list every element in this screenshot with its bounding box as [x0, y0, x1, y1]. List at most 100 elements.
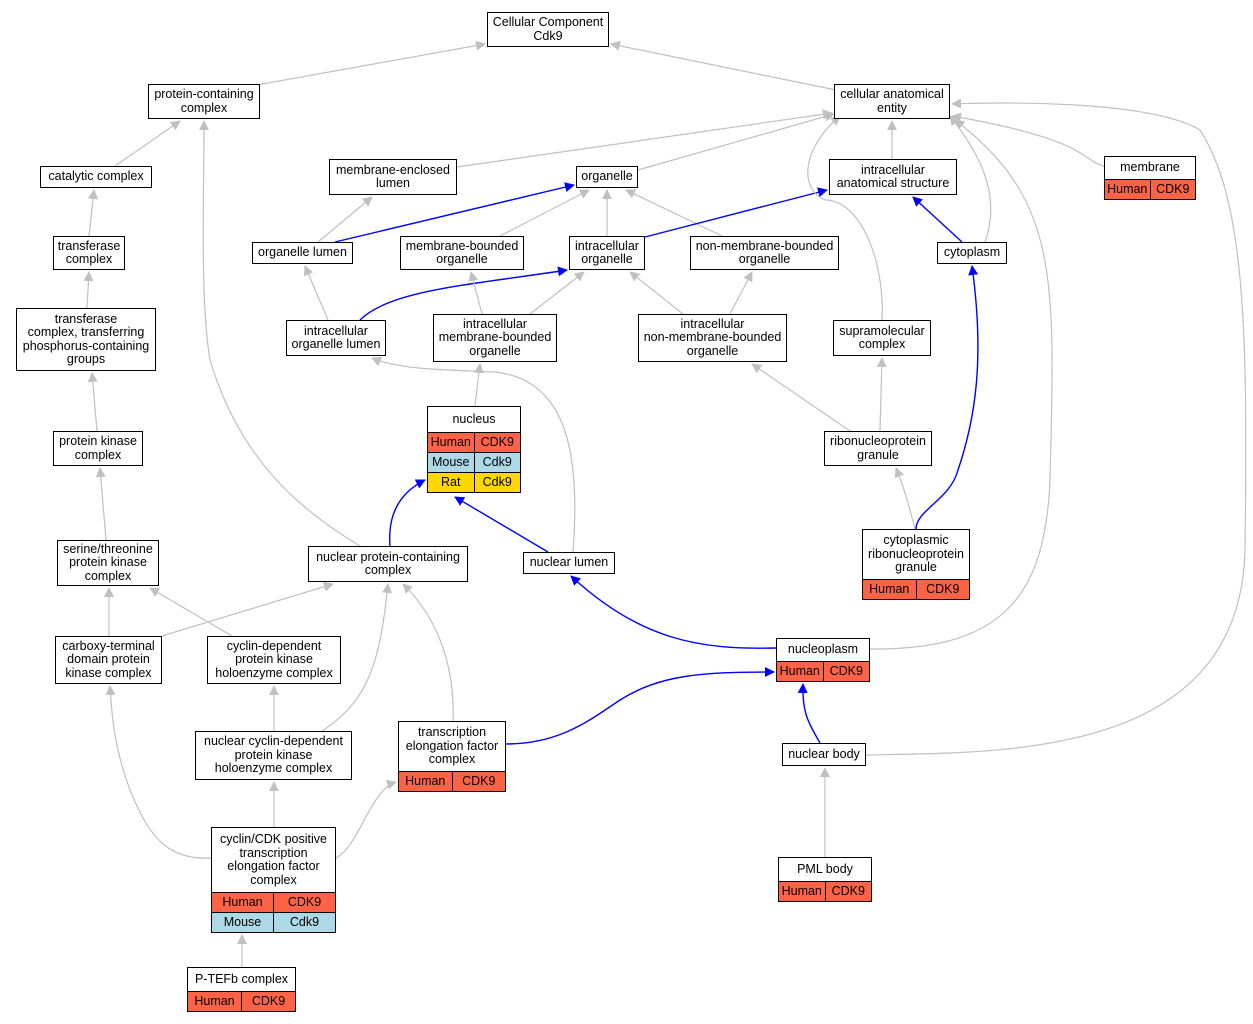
- node-label: nuclear body: [788, 746, 860, 761]
- node-inmbo: intracellular non-membrane-bounded organ…: [638, 314, 787, 362]
- node-ias: intracellular anatomical structure: [829, 159, 957, 195]
- node-tcp: transferase complex, transferring phosph…: [16, 308, 156, 371]
- edge-ccdk-to-tefc: [335, 779, 397, 859]
- node-cytoplasm: cytoplasm: [937, 242, 1007, 264]
- node-label: cyclin-dependent protein kinase holoenzy…: [215, 638, 333, 680]
- edge-mel-to-cae: [456, 109, 833, 168]
- node-label: carboxy-terminal domain protein kinase c…: [62, 638, 155, 680]
- gene-symbol: CDK9: [273, 893, 335, 912]
- node-label: transcription elongation factor complex: [405, 725, 499, 767]
- gene-symbol: CDK9: [824, 882, 872, 901]
- species-name: Human: [222, 894, 263, 909]
- gene-symbol: CDK9: [241, 992, 295, 1011]
- species-name: Human: [194, 993, 235, 1008]
- edge-inmbo-to-nmbo: [729, 271, 753, 315]
- edge-crnpg-to-rnpg: [894, 467, 916, 530]
- edge-pkc-to-tcp: [87, 372, 98, 432]
- node-label: non-membrane-bounded organelle: [695, 238, 834, 266]
- edge-iol-to-olumen: [303, 265, 329, 321]
- edge-cdpk-to-stpk: [149, 587, 233, 637]
- edge-nucleoplasm-to-nlumen: [570, 575, 777, 649]
- edge-nucleus-to-imbo: [473, 363, 484, 407]
- edge-nlumen-to-iol: [371, 356, 576, 553]
- species-name: Human: [405, 773, 446, 788]
- edge-nmbo-to-organelle: [625, 189, 723, 237]
- node-ncdpk: nuclear cyclin-dependent protein kinase …: [195, 731, 352, 780]
- edge-npcc-to-nucleus: [388, 479, 426, 547]
- edge-tefc-to-nucleoplasm: [505, 667, 775, 745]
- edge-catalytic-to-pcc: [114, 120, 181, 167]
- edge-nlumen-to-nucleus: [454, 496, 549, 553]
- node-rnpg: ribonucleoprotein granule: [824, 431, 932, 466]
- species-name: Human: [430, 434, 471, 449]
- node-ctd: carboxy-terminal domain protein kinase c…: [55, 636, 162, 684]
- node-cae: cellular anatomical entity: [834, 84, 950, 119]
- edge-organelle-to-cae: [637, 111, 835, 171]
- node-transferase: transferase complex: [53, 236, 125, 270]
- edge-tcp-to-transferase: [83, 271, 94, 309]
- node-label: serine/threonine protein kinase complex: [63, 541, 153, 583]
- node-label: organelle lumen: [258, 245, 347, 260]
- edge-imbo-to-mbo: [468, 271, 483, 315]
- species-name: Human: [869, 581, 910, 596]
- node-label: protein kinase complex: [59, 434, 137, 462]
- edge-rnpg-to-supra: [876, 357, 887, 432]
- gene-symbol: CDK9: [473, 433, 521, 452]
- node-mel: membrane-enclosed lumen: [329, 159, 457, 195]
- edge-supra-to-cae: [807, 115, 883, 321]
- node-label: nuclear cyclin-dependent protein kinase …: [204, 734, 343, 776]
- node-label: nucleoplasm: [787, 642, 859, 657]
- node-label: intracellular anatomical structure: [836, 162, 950, 190]
- edge-transferase-to-catalytic: [88, 189, 98, 237]
- node-nbody: nuclear body: [782, 743, 866, 766]
- edge-pcc-to-root: [239, 40, 486, 89]
- node-label: transferase complex, transferring phosph…: [22, 311, 150, 366]
- node-label: membrane-enclosed lumen: [336, 162, 450, 190]
- node-label: Cellular Component Cdk9: [492, 15, 604, 43]
- node-label: organelle: [581, 169, 633, 184]
- node-ccdk: cyclin/CDK positive transcription elonga…: [211, 827, 336, 933]
- node-olumen: organelle lumen: [252, 242, 353, 264]
- node-label: supramolecular complex: [839, 323, 925, 351]
- node-label: catalytic complex: [48, 169, 144, 184]
- edge-mbo-to-organelle: [499, 189, 590, 237]
- edge-olumen-to-organelle: [334, 182, 575, 243]
- edge-olumen-to-mel: [317, 196, 373, 243]
- gene-symbol: Cdk9: [473, 473, 521, 492]
- node-label: nuclear lumen: [529, 555, 609, 570]
- edge-cytoplasm-to-cae: [949, 115, 992, 243]
- node-npcc: nuclear protein-containing complex: [308, 546, 468, 582]
- node-stpk: serine/threonine protein kinase complex: [57, 540, 159, 586]
- species-name: Human: [779, 663, 820, 678]
- species-name: Mouse: [223, 914, 262, 929]
- node-root: Cellular Component Cdk9: [487, 12, 609, 47]
- node-label: intracellular organelle lumen: [291, 323, 381, 351]
- species-row: Human CDK9: [212, 892, 335, 912]
- node-label: intracellular membrane-bounded organelle: [438, 316, 552, 358]
- species-row: Human CDK9: [188, 991, 295, 1011]
- edge-iol-to-iorg: [359, 266, 568, 321]
- node-iorg: intracellular organelle: [569, 236, 645, 270]
- node-pcc: protein-containing complex: [148, 84, 260, 119]
- node-label: membrane: [1120, 160, 1180, 175]
- node-supra: supramolecular complex: [833, 320, 931, 356]
- species-name: Human: [1107, 181, 1148, 196]
- gene-symbol: CDK9: [822, 662, 870, 681]
- node-label: protein-containing complex: [154, 87, 254, 115]
- edge-inmbo-to-iorg: [629, 271, 684, 315]
- node-label: intracellular non-membrane-bounded organ…: [643, 316, 782, 358]
- edge-tefc-to-npcc: [402, 583, 454, 722]
